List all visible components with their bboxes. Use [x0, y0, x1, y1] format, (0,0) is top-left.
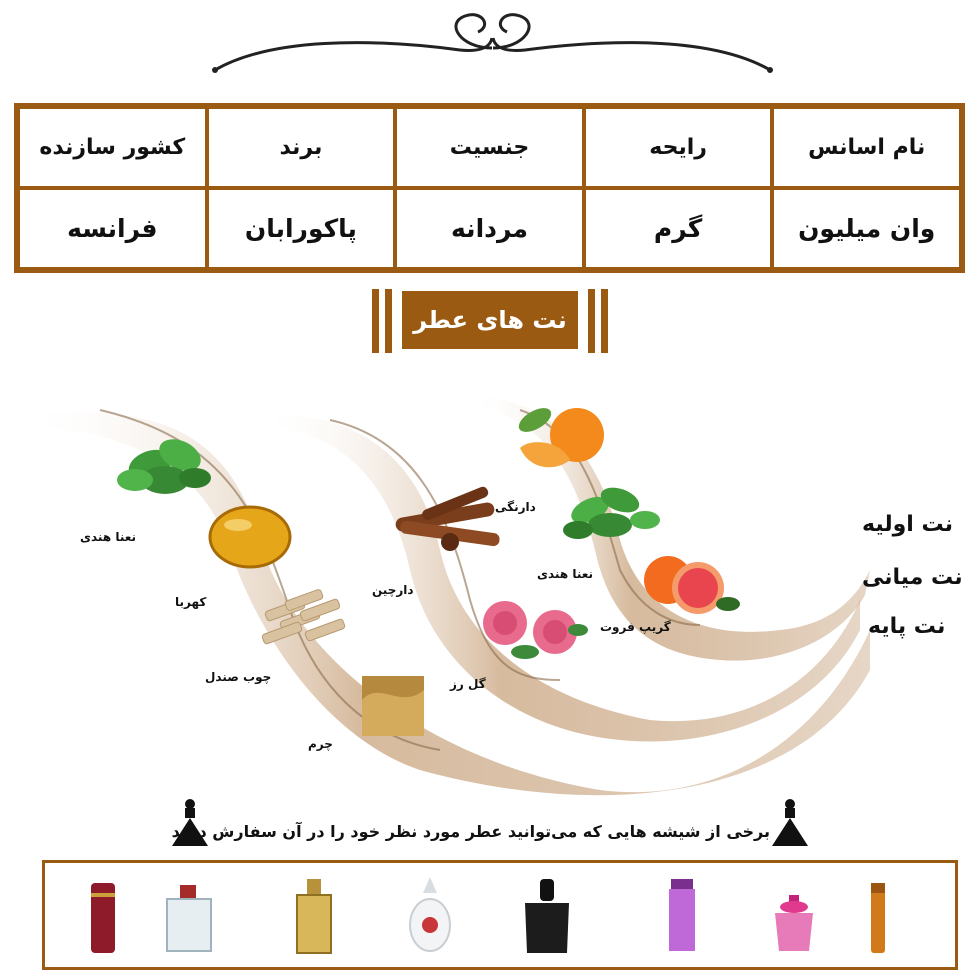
section-title: نت های عطر: [402, 291, 578, 349]
header-essence-name: نام اسانس: [771, 106, 962, 189]
label-tangerine: دارنگی: [495, 500, 536, 514]
gold-ornate-bottle-icon: [296, 879, 332, 954]
label-sandalwood: چوب صندل: [205, 670, 272, 684]
purple-bottle-icon: [669, 879, 695, 951]
title-bar-left-inner: [385, 289, 392, 353]
title-bar-right-outer: [601, 289, 608, 353]
label-rose: گل رز: [450, 677, 486, 691]
label-cinnamon: دارچین: [372, 583, 414, 597]
title-bar-left-outer: [372, 289, 379, 353]
sandalwood-icon: [261, 589, 346, 645]
rose-icon: [483, 601, 588, 659]
label-leather: چرم: [308, 737, 333, 751]
value-essence-name: وان میلیون: [771, 187, 962, 270]
tangerine-icon: [518, 408, 604, 468]
pink-bow-bottle-icon: [775, 895, 813, 951]
swirl-ribbons: [20, 395, 870, 796]
label-amber: کهربا: [175, 595, 207, 609]
label-mint-right: نعنا هندی: [537, 567, 594, 581]
label-mint-left: نعنا هندی: [80, 530, 137, 544]
crystal-red-bottle-icon: [409, 877, 451, 952]
notes-illustration: نعنا هندی کهربا چوب صندل چرم دارچین دارن…: [0, 380, 980, 810]
section-title-banner: نت های عطر: [372, 289, 608, 353]
value-gender: مردانه: [394, 187, 585, 270]
cinnamon-icon: [395, 486, 500, 551]
header-country: کشور سازنده: [17, 106, 208, 189]
square-glass-bottle-icon: [166, 885, 212, 952]
bottle-gallery: [42, 860, 958, 970]
header-brand: برند: [205, 106, 397, 189]
ornament-divider: [212, 13, 773, 73]
mint-icon: [117, 439, 211, 494]
leather-icon: [362, 676, 424, 736]
bottle-silhouette-icon: [772, 799, 808, 846]
title-bar-right-inner: [588, 289, 595, 353]
header-gender: جنسیت: [394, 106, 585, 189]
value-scent: گرم: [582, 187, 774, 270]
tier-base-notes: نت پایه: [868, 614, 946, 639]
red-cylinder-bottle-icon: [91, 883, 115, 953]
tier-top-notes: نت اولیه: [862, 512, 954, 537]
value-brand: پاکورابان: [205, 187, 397, 270]
amber-slim-bottle-icon: [871, 883, 885, 953]
order-row: برخی از شیشه هایی که می‌توانید عطر مورد …: [170, 796, 810, 856]
black-bottle-icon: [525, 879, 569, 953]
label-grapefruit: گریپ فروت: [600, 620, 671, 634]
order-text: برخی از شیشه هایی که می‌توانید عطر مورد …: [171, 822, 770, 841]
bottle-silhouette-icon: [172, 799, 208, 846]
amber-icon: [208, 505, 292, 569]
perfume-info-table: نام اسانس رایحه جنسیت برند کشور سازنده و…: [14, 103, 965, 273]
mint-icon: [563, 487, 660, 539]
grapefruit-icon: [644, 556, 740, 614]
header-scent: رایحه: [582, 106, 774, 189]
value-country: فرانسه: [17, 187, 208, 270]
tier-middle-notes: نت میانی: [862, 565, 963, 590]
